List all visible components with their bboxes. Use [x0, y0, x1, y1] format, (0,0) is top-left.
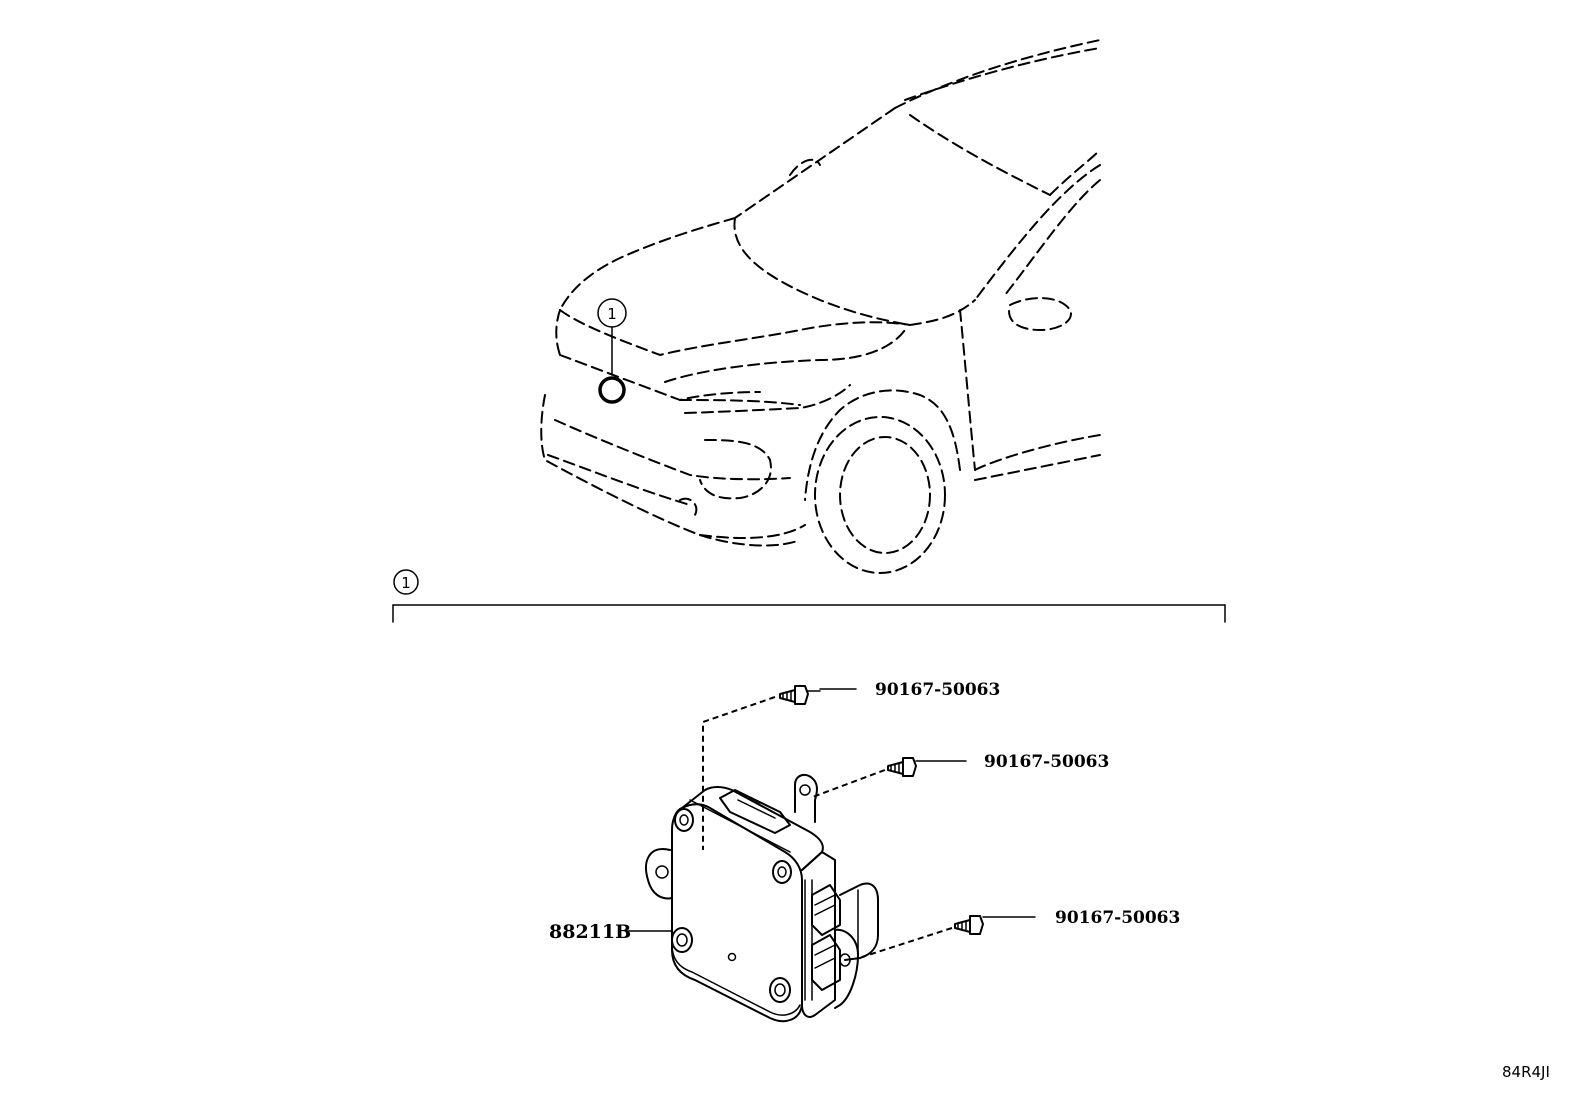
- sensor-module-drawing: [645, 773, 879, 1023]
- bolt-1: [779, 685, 857, 705]
- illustration-code: 84R4JI: [1502, 1063, 1550, 1081]
- bolt-3: [954, 915, 1036, 935]
- group-bracket: 1: [392, 569, 1226, 623]
- part-label-bolt-2: 90167-50063: [984, 752, 1109, 772]
- bolt-2: [887, 757, 967, 777]
- vehicle-callout: 1: [597, 298, 627, 404]
- part-label-bolt-1: 90167-50063: [875, 680, 1000, 700]
- group-callout-number: 1: [401, 574, 411, 592]
- part-label-bolt-3: 90167-50063: [1055, 908, 1180, 928]
- group-callout-circle: [393, 569, 419, 595]
- vehicle-callout-number: 1: [607, 305, 617, 323]
- vehicle-outline: [540, 39, 1101, 574]
- sensor-location-marker: [598, 376, 626, 404]
- part-label-sensor-module: 88211B: [549, 921, 631, 943]
